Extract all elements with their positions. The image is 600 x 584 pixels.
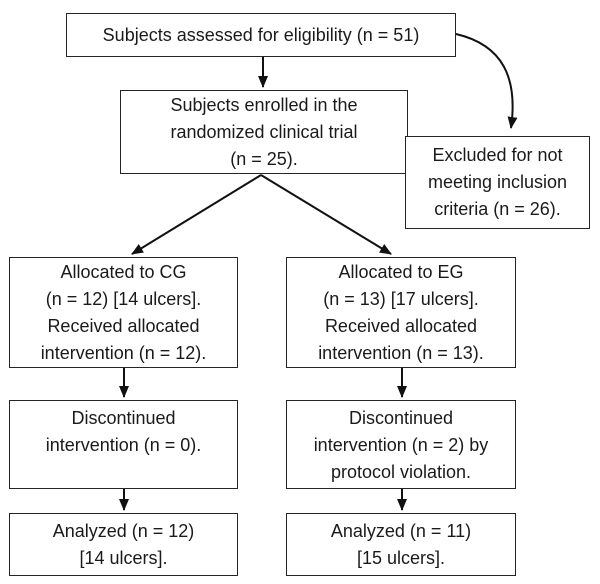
box-eg-allocated-text: intervention (n = 13).: [318, 342, 484, 363]
box-eg-analyzed: Analyzed (n = 11) [15 ulcers].: [286, 513, 516, 576]
box-cg-analyzed: Analyzed (n = 12) [14 ulcers].: [9, 513, 238, 576]
arrow-enrolled-to-eg-allocated: [260, 174, 392, 255]
box-eg-allocated: Allocated to EG (n = 13) [17 ulcers]. Re…: [286, 257, 516, 368]
box-cg-allocated-text: intervention (n = 12).: [40, 342, 207, 363]
box-eg-allocated-text: Received allocated: [324, 315, 478, 336]
box-eligibility-text: Subjects assessed for eligibility (n = 5…: [102, 24, 420, 45]
box-cg-discontinued-text: intervention (n = 0).: [45, 435, 202, 455]
box-eg-discontinued-text: intervention (n = 2) by: [313, 435, 489, 455]
box-cg-allocated: Allocated to CG (n = 12) [14 ulcers]. Re…: [9, 257, 238, 368]
box-eligibility: Subjects assessed for eligibility (n = 5…: [66, 13, 456, 57]
box-cg-allocated-text: (n = 12) [14 ulcers].: [45, 288, 202, 309]
box-eg-discontinued-text: protocol violation.: [330, 462, 472, 482]
box-excluded-text: criteria (n = 26).: [434, 199, 561, 219]
box-cg-discontinued: Discontinued intervention (n = 0).: [9, 400, 238, 489]
box-eg-analyzed-text: Analyzed (n = 11): [330, 520, 472, 541]
box-eg-analyzed-text: [15 ulcers].: [356, 547, 446, 568]
box-eg-discontinued: Discontinued intervention (n = 2) by pro…: [286, 400, 516, 489]
box-eg-allocated-text: Allocated to EG: [338, 261, 464, 282]
box-cg-analyzed-text: [14 ulcers].: [79, 547, 168, 568]
box-eg-allocated-text: (n = 13) [17 ulcers].: [323, 288, 479, 309]
box-enrolled-text: Subjects enrolled in the: [170, 94, 358, 115]
box-cg-allocated-text: Allocated to CG: [60, 261, 187, 282]
box-cg-analyzed-text: Analyzed (n = 12): [52, 520, 195, 541]
arrow-enrolled-to-cg-allocated: [131, 174, 262, 255]
box-enrolled-text: randomized clinical trial: [170, 121, 358, 142]
box-enrolled-text: (n = 25).: [230, 148, 298, 169]
arrow-eligibility-to-excluded: [455, 33, 518, 129]
box-cg-discontinued-text: Discontinued: [71, 408, 176, 428]
box-cg-allocated-text: Received allocated: [47, 315, 200, 336]
box-excluded-text: Excluded for not: [432, 145, 563, 165]
box-excluded: Excluded for not meeting inclusion crite…: [405, 136, 590, 229]
box-excluded-text: meeting inclusion: [427, 172, 568, 192]
box-eg-discontinued-text: Discontinued: [348, 408, 454, 428]
box-enrolled: Subjects enrolled in the randomized clin…: [120, 90, 408, 174]
